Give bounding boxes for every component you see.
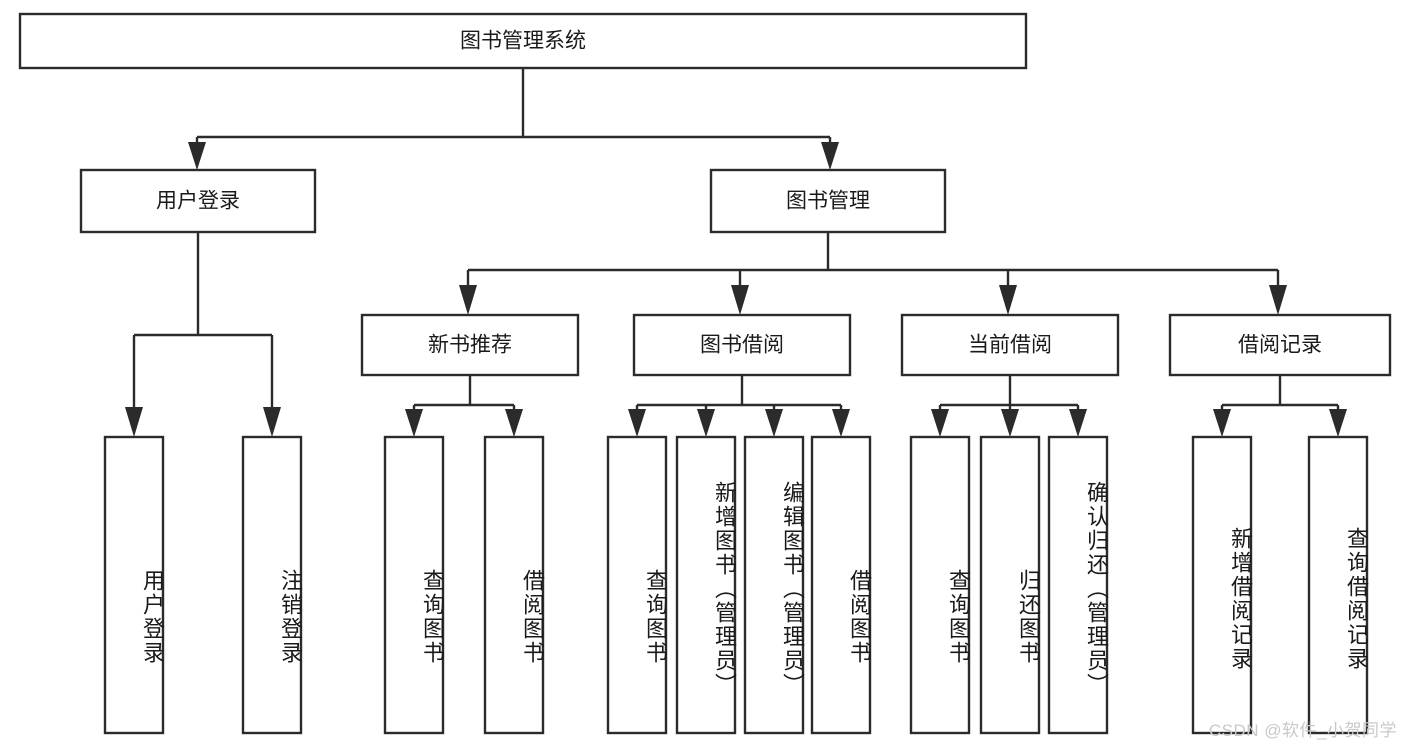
arrowhead-nb-leaf-1 — [405, 409, 423, 437]
arrowhead-bb-leaf-1 — [628, 409, 646, 437]
arrowhead-cb-leaf-1 — [931, 409, 949, 437]
node-current-borrow-label: 当前借阅 — [968, 334, 1052, 357]
connector-book-manage-to-level3 — [459, 232, 1287, 315]
leaf-box-borrow-record-1[interactable] — [1307, 435, 1369, 735]
node-borrow-record[interactable]: 借阅记录 — [1168, 313, 1392, 377]
node-user-login[interactable]: 用户登录 — [79, 168, 317, 234]
arrowhead-br-leaf-2 — [1329, 409, 1347, 437]
arrowhead-to-leaf-logout — [263, 407, 281, 437]
arrowhead-to-user-login — [188, 142, 206, 170]
leaf-box-current-borrow-0[interactable] — [909, 435, 971, 735]
leaf-box-new-book-1[interactable] — [483, 435, 545, 735]
watermark-text: CSDN @软件_小贺同学 — [1208, 721, 1397, 740]
node-current-borrow-box[interactable] — [900, 313, 1120, 377]
connector-user-login-to-leaves — [125, 232, 281, 437]
arrowhead-bb-leaf-2 — [697, 409, 715, 437]
arrowhead-to-book-manage — [821, 142, 839, 170]
leaf-box-book-borrow-2[interactable] — [743, 435, 805, 735]
node-book-borrow[interactable]: 图书借阅 — [632, 313, 852, 377]
arrowhead-cb-leaf-2 — [1001, 409, 1019, 437]
arrowhead-nb-leaf-2 — [505, 409, 523, 437]
arrowhead-bb-leaf-3 — [765, 409, 783, 437]
arrowhead-cb-leaf-3 — [1069, 409, 1087, 437]
arrowhead-to-current-borrow — [999, 285, 1017, 315]
leaf-box-user-login-0[interactable] — [103, 435, 165, 735]
node-user-login-label: 用户登录 — [156, 190, 240, 213]
connector-book-borrow-to-leaves — [628, 375, 850, 437]
connector-root-to-level2 — [188, 68, 839, 170]
node-root-box[interactable] — [18, 12, 1028, 70]
node-new-book-recommend-label: 新书推荐 — [428, 334, 512, 357]
arrowhead-to-leaf-user-login — [125, 407, 143, 437]
node-book-borrow-label: 图书借阅 — [700, 334, 784, 357]
node-book-manage[interactable]: 图书管理 — [709, 168, 947, 234]
connector-borrow-record-to-leaves — [1213, 375, 1347, 437]
node-book-manage-label: 图书管理 — [786, 190, 870, 213]
connector-new-book-to-leaves — [405, 375, 523, 437]
node-user-login-box[interactable] — [79, 168, 317, 234]
node-root-label: 图书管理系统 — [460, 30, 586, 53]
arrowhead-to-new-book — [459, 285, 477, 315]
node-root[interactable]: 图书管理系统 — [18, 12, 1028, 70]
arrowhead-br-leaf-1 — [1213, 409, 1231, 437]
connector-current-borrow-to-leaves — [931, 375, 1087, 437]
node-new-book-recommend[interactable]: 新书推荐 — [360, 313, 580, 377]
arrowhead-to-borrow-record — [1269, 285, 1287, 315]
node-current-borrow[interactable]: 当前借阅 — [900, 313, 1120, 377]
leaf-box-borrow-record-0[interactable] — [1191, 435, 1253, 735]
leaf-box-book-borrow-1[interactable] — [675, 435, 737, 735]
leaf-box-user-login-1[interactable] — [241, 435, 303, 735]
arrowhead-bb-leaf-4 — [832, 409, 850, 437]
leaf-box-new-book-0[interactable] — [383, 435, 445, 735]
leaf-box-book-borrow-3[interactable] — [810, 435, 872, 735]
node-borrow-record-label: 借阅记录 — [1238, 334, 1322, 357]
leaf-box-current-borrow-1[interactable] — [979, 435, 1041, 735]
leaf-box-book-borrow-0[interactable] — [606, 435, 668, 735]
arrowhead-to-book-borrow — [731, 285, 749, 315]
node-new-book-recommend-box[interactable] — [360, 313, 580, 377]
leaf-box-current-borrow-2[interactable] — [1047, 435, 1109, 735]
